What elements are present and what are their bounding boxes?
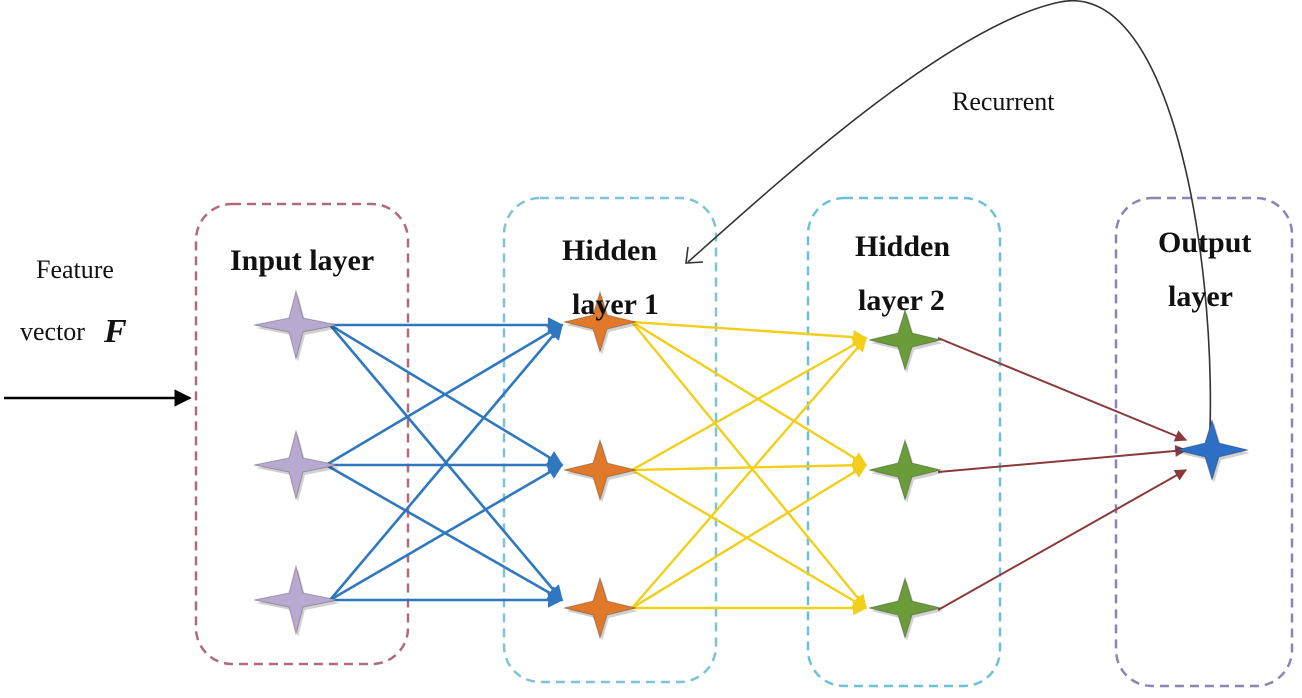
hidden-layer-2-title-line2: layer 2 <box>858 284 945 317</box>
output-layer-box <box>1114 196 1294 688</box>
output-layer-title-line2: layer <box>1168 280 1233 313</box>
hidden-layer-1-title-line1: Hidden <box>562 234 657 267</box>
hidden-layer-2-box <box>806 196 1002 688</box>
node-hidden2-2 <box>868 438 942 502</box>
hidden-layer-2-title-line1: Hidden <box>855 230 950 263</box>
edges-hidden2-to-output <box>937 337 1188 611</box>
hidden-layer-1-title-line2: layer 1 <box>572 288 659 321</box>
recurrent-feedback-arrow <box>687 0 1212 431</box>
node-input-1 <box>253 289 339 361</box>
input-layer-box <box>194 202 410 666</box>
feature-vector-symbol: F <box>103 313 127 350</box>
node-input-2 <box>253 429 339 501</box>
edges-input-to-hidden1 <box>325 317 564 608</box>
feature-label-line2: vector <box>20 317 85 346</box>
recurrent-arrow-head <box>685 246 704 264</box>
node-hidden2-3 <box>868 576 942 640</box>
feature-label-line1: Feature <box>36 255 114 284</box>
node-hidden2-1 <box>868 308 942 372</box>
node-hidden1-1 <box>563 290 637 354</box>
edges-hidden1-to-hidden2 <box>631 320 868 616</box>
input-layer-title: Input layer <box>230 244 374 277</box>
node-input-3 <box>253 564 339 636</box>
node-output-1 <box>1175 418 1249 482</box>
node-hidden1-3 <box>563 576 637 640</box>
hidden-layer-1-box <box>502 196 718 684</box>
recurrent-label: Recurrent <box>952 87 1055 116</box>
output-layer-title-line1: Output <box>1158 226 1251 259</box>
node-hidden1-2 <box>563 438 637 502</box>
